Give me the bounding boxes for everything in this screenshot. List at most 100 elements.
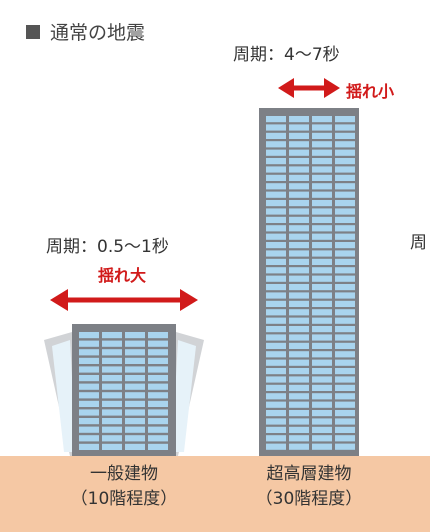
window bbox=[289, 242, 309, 249]
window bbox=[102, 340, 122, 347]
window bbox=[266, 292, 286, 299]
window bbox=[289, 141, 309, 148]
window bbox=[335, 225, 355, 232]
window bbox=[289, 216, 309, 223]
window bbox=[79, 426, 99, 433]
window bbox=[266, 183, 286, 190]
window bbox=[266, 200, 286, 207]
window bbox=[335, 233, 355, 240]
window bbox=[148, 383, 168, 390]
window bbox=[102, 400, 122, 407]
tall-building bbox=[259, 108, 359, 456]
window bbox=[312, 393, 332, 400]
window bbox=[266, 300, 286, 307]
tall-sway-arrow bbox=[278, 78, 340, 98]
window bbox=[289, 166, 309, 173]
window bbox=[312, 284, 332, 291]
window bbox=[312, 426, 332, 433]
window bbox=[266, 342, 286, 349]
window bbox=[266, 334, 286, 341]
title-text: 通常の地震 bbox=[50, 22, 146, 44]
window bbox=[125, 375, 145, 382]
window bbox=[266, 116, 286, 123]
window bbox=[266, 309, 286, 316]
window bbox=[266, 258, 286, 265]
window bbox=[289, 393, 309, 400]
window bbox=[266, 317, 286, 324]
window bbox=[266, 141, 286, 148]
window bbox=[289, 384, 309, 391]
window bbox=[335, 326, 355, 333]
window bbox=[312, 326, 332, 333]
window bbox=[79, 349, 99, 356]
window bbox=[102, 332, 122, 339]
window bbox=[266, 166, 286, 173]
window bbox=[148, 400, 168, 407]
tall-building-period: 周期：4〜7秒 bbox=[233, 45, 340, 65]
window bbox=[289, 284, 309, 291]
page-title: 通常の地震 bbox=[26, 18, 145, 45]
tall-building-label-floors: （30階程度） bbox=[255, 489, 363, 509]
window bbox=[312, 258, 332, 265]
window bbox=[289, 191, 309, 198]
window bbox=[312, 376, 332, 383]
window bbox=[312, 141, 332, 148]
window bbox=[335, 317, 355, 324]
window bbox=[266, 351, 286, 358]
window bbox=[312, 233, 332, 240]
window bbox=[148, 443, 168, 450]
window bbox=[335, 309, 355, 316]
window bbox=[125, 409, 145, 416]
window bbox=[266, 359, 286, 366]
window bbox=[289, 300, 309, 307]
window bbox=[289, 426, 309, 433]
window bbox=[125, 349, 145, 356]
window bbox=[312, 368, 332, 375]
window bbox=[102, 426, 122, 433]
ground bbox=[0, 456, 430, 532]
window bbox=[289, 443, 309, 450]
window bbox=[125, 400, 145, 407]
window bbox=[289, 233, 309, 240]
window bbox=[79, 443, 99, 450]
window bbox=[335, 351, 355, 358]
low-sway-arrow bbox=[50, 289, 198, 311]
window bbox=[335, 368, 355, 375]
window bbox=[335, 200, 355, 207]
window bbox=[79, 383, 99, 390]
window bbox=[79, 375, 99, 382]
window bbox=[148, 409, 168, 416]
window bbox=[289, 292, 309, 299]
window bbox=[312, 435, 332, 442]
window bbox=[312, 225, 332, 232]
window bbox=[312, 208, 332, 215]
window bbox=[125, 357, 145, 364]
window bbox=[312, 418, 332, 425]
window bbox=[335, 242, 355, 249]
window bbox=[312, 300, 332, 307]
window bbox=[266, 216, 286, 223]
window bbox=[289, 149, 309, 156]
window bbox=[125, 340, 145, 347]
window bbox=[266, 242, 286, 249]
window bbox=[148, 426, 168, 433]
window bbox=[289, 174, 309, 181]
window bbox=[312, 401, 332, 408]
window bbox=[148, 357, 168, 364]
window bbox=[312, 443, 332, 450]
window bbox=[312, 200, 332, 207]
window bbox=[335, 418, 355, 425]
window bbox=[312, 124, 332, 131]
window bbox=[312, 216, 332, 223]
window bbox=[266, 191, 286, 198]
low-building-label-name: 一般建物 bbox=[90, 464, 158, 484]
window bbox=[289, 334, 309, 341]
window bbox=[266, 267, 286, 274]
window bbox=[312, 351, 332, 358]
window bbox=[289, 250, 309, 257]
window bbox=[148, 340, 168, 347]
window bbox=[335, 275, 355, 282]
window bbox=[312, 250, 332, 257]
window bbox=[79, 340, 99, 347]
